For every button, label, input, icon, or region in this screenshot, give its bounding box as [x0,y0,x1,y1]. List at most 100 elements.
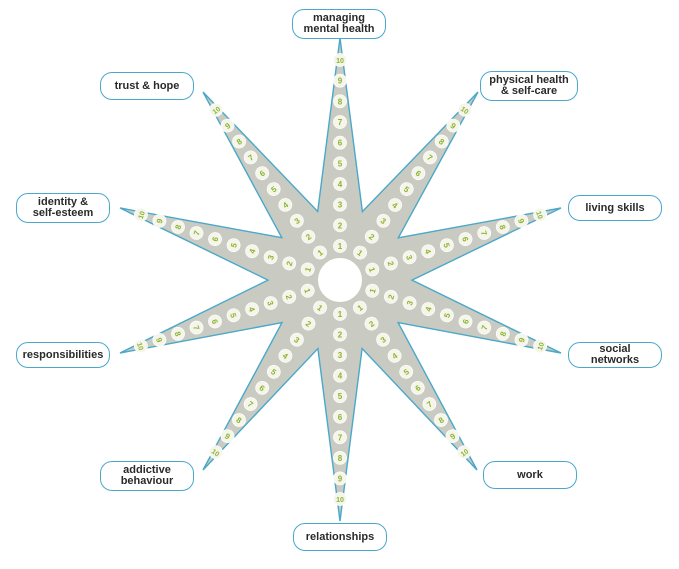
scale-tick-5-8[interactable]: 8 [432,411,450,429]
scale-tick-2-5[interactable]: 5 [397,180,415,198]
scale-tick-8-2[interactable]: 2 [281,289,298,306]
scale-tick-3-5[interactable]: 5 [439,237,456,254]
scale-tick-5-2[interactable]: 2 [362,314,380,332]
scale-tick-7-10[interactable]: 10 [207,443,225,461]
scale-tick-1-10[interactable]: 10 [333,53,347,67]
scale-tick-3-8[interactable]: 8 [494,219,511,236]
scale-tick-7-9[interactable]: 9 [218,427,236,445]
scale-tick-2-7[interactable]: 7 [421,148,439,166]
scale-tick-4-1[interactable]: 1 [364,282,381,299]
label-relationships[interactable]: relationships [293,523,387,551]
scale-tick-1-8[interactable]: 8 [333,94,347,109]
label-identity-self-esteem[interactable]: identity & self-esteem [16,193,110,223]
scale-tick-6-8[interactable]: 8 [333,450,347,465]
scale-tick-4-2[interactable]: 2 [383,288,400,305]
scale-tick-5-6[interactable]: 6 [409,379,427,397]
scale-tick-9-7[interactable]: 7 [188,225,205,242]
scale-tick-10-8[interactable]: 8 [230,132,248,150]
scale-tick-4-5[interactable]: 5 [439,307,456,324]
scale-tick-4-4[interactable]: 4 [420,301,437,318]
scale-tick-7-6[interactable]: 6 [253,379,271,397]
scale-tick-8-4[interactable]: 4 [244,301,261,318]
scale-tick-5-9[interactable]: 9 [443,427,461,445]
scale-tick-9-2[interactable]: 2 [281,255,298,272]
scale-tick-10-4[interactable]: 4 [276,196,294,214]
scale-tick-9-10[interactable]: 10 [133,206,150,223]
label-trust-hope[interactable]: trust & hope [100,72,194,100]
scale-tick-3-7[interactable]: 7 [476,225,493,242]
scale-tick-8-5[interactable]: 5 [225,307,242,324]
scale-tick-1-3[interactable]: 3 [333,197,347,212]
scale-tick-2-4[interactable]: 4 [386,196,404,214]
scale-tick-2-8[interactable]: 8 [432,132,450,150]
scale-tick-10-5[interactable]: 5 [264,180,282,198]
scale-tick-8-7[interactable]: 7 [188,319,205,336]
scale-tick-7-1[interactable]: 1 [311,298,329,316]
scale-tick-4-6[interactable]: 6 [457,313,474,330]
scale-tick-3-4[interactable]: 4 [420,243,437,260]
scale-tick-9-1[interactable]: 1 [299,261,316,278]
scale-tick-1-4[interactable]: 4 [333,177,347,191]
scale-tick-6-10[interactable]: 10 [333,492,347,506]
scale-tick-2-6[interactable]: 6 [409,164,427,182]
scale-tick-1-1[interactable]: 1 [333,239,347,253]
label-living-skills[interactable]: living skills [568,195,662,221]
scale-tick-6-3[interactable]: 3 [333,348,347,363]
scale-tick-2-9[interactable]: 9 [444,116,462,134]
scale-tick-8-8[interactable]: 8 [170,325,187,342]
scale-tick-10-10[interactable]: 10 [207,101,225,119]
scale-tick-7-3[interactable]: 3 [288,330,306,348]
scale-tick-1-9[interactable]: 9 [333,73,347,88]
scale-tick-4-3[interactable]: 3 [401,295,418,312]
scale-tick-6-5[interactable]: 5 [333,389,347,404]
label-work[interactable]: work [483,461,577,489]
scale-tick-3-2[interactable]: 2 [383,255,400,272]
label-responsibilities[interactable]: responsibilities [16,342,110,368]
label-addictive-behaviour[interactable]: addictive behaviour [100,461,194,491]
scale-tick-2-1[interactable]: 1 [351,243,369,261]
scale-tick-10-2[interactable]: 2 [299,227,317,245]
scale-tick-10-7[interactable]: 7 [241,148,259,166]
scale-tick-5-4[interactable]: 4 [385,347,403,365]
scale-tick-10-1[interactable]: 1 [311,243,329,261]
scale-tick-7-2[interactable]: 2 [299,314,317,332]
scale-tick-3-10[interactable]: 10 [532,206,549,223]
scale-tick-3-9[interactable]: 9 [513,213,530,230]
scale-tick-3-3[interactable]: 3 [401,249,418,266]
scale-tick-7-4[interactable]: 4 [276,347,294,365]
scale-tick-10-3[interactable]: 3 [288,212,306,230]
scale-tick-4-9[interactable]: 9 [513,332,530,349]
scale-tick-4-10[interactable]: 10 [532,338,549,355]
scale-tick-6-7[interactable]: 7 [333,430,347,445]
scale-tick-9-4[interactable]: 4 [244,243,261,260]
scale-tick-8-9[interactable]: 9 [151,332,168,349]
label-physical-health-self-care[interactable]: physical health & self-care [480,71,578,101]
label-social-networks[interactable]: social networks [568,342,662,368]
scale-tick-2-3[interactable]: 3 [374,212,392,230]
scale-tick-5-5[interactable]: 5 [397,363,415,381]
scale-tick-9-3[interactable]: 3 [262,249,279,266]
scale-tick-9-5[interactable]: 5 [225,237,242,254]
scale-tick-8-6[interactable]: 6 [207,313,224,330]
scale-tick-3-6[interactable]: 6 [457,231,474,248]
scale-tick-8-3[interactable]: 3 [262,295,279,312]
scale-tick-1-5[interactable]: 5 [333,156,347,171]
scale-tick-1-2[interactable]: 2 [333,218,347,233]
scale-tick-2-10[interactable]: 10 [456,100,474,118]
label-managing-mental-health[interactable]: managing mental health [292,9,386,39]
scale-tick-10-9[interactable]: 9 [218,116,236,134]
scale-tick-7-7[interactable]: 7 [241,395,259,413]
scale-tick-9-8[interactable]: 8 [170,219,187,236]
scale-tick-6-4[interactable]: 4 [333,368,347,383]
scale-tick-5-10[interactable]: 10 [455,443,473,461]
scale-tick-6-2[interactable]: 2 [333,327,347,342]
scale-tick-5-1[interactable]: 1 [351,298,369,316]
scale-tick-6-1[interactable]: 1 [333,307,347,321]
scale-tick-6-9[interactable]: 9 [333,471,347,486]
scale-tick-4-7[interactable]: 7 [476,319,493,336]
scale-tick-5-3[interactable]: 3 [374,330,392,348]
scale-tick-6-6[interactable]: 6 [333,409,347,424]
scale-tick-9-9[interactable]: 9 [151,213,168,230]
scale-tick-7-5[interactable]: 5 [265,363,283,381]
scale-tick-5-7[interactable]: 7 [420,395,438,413]
